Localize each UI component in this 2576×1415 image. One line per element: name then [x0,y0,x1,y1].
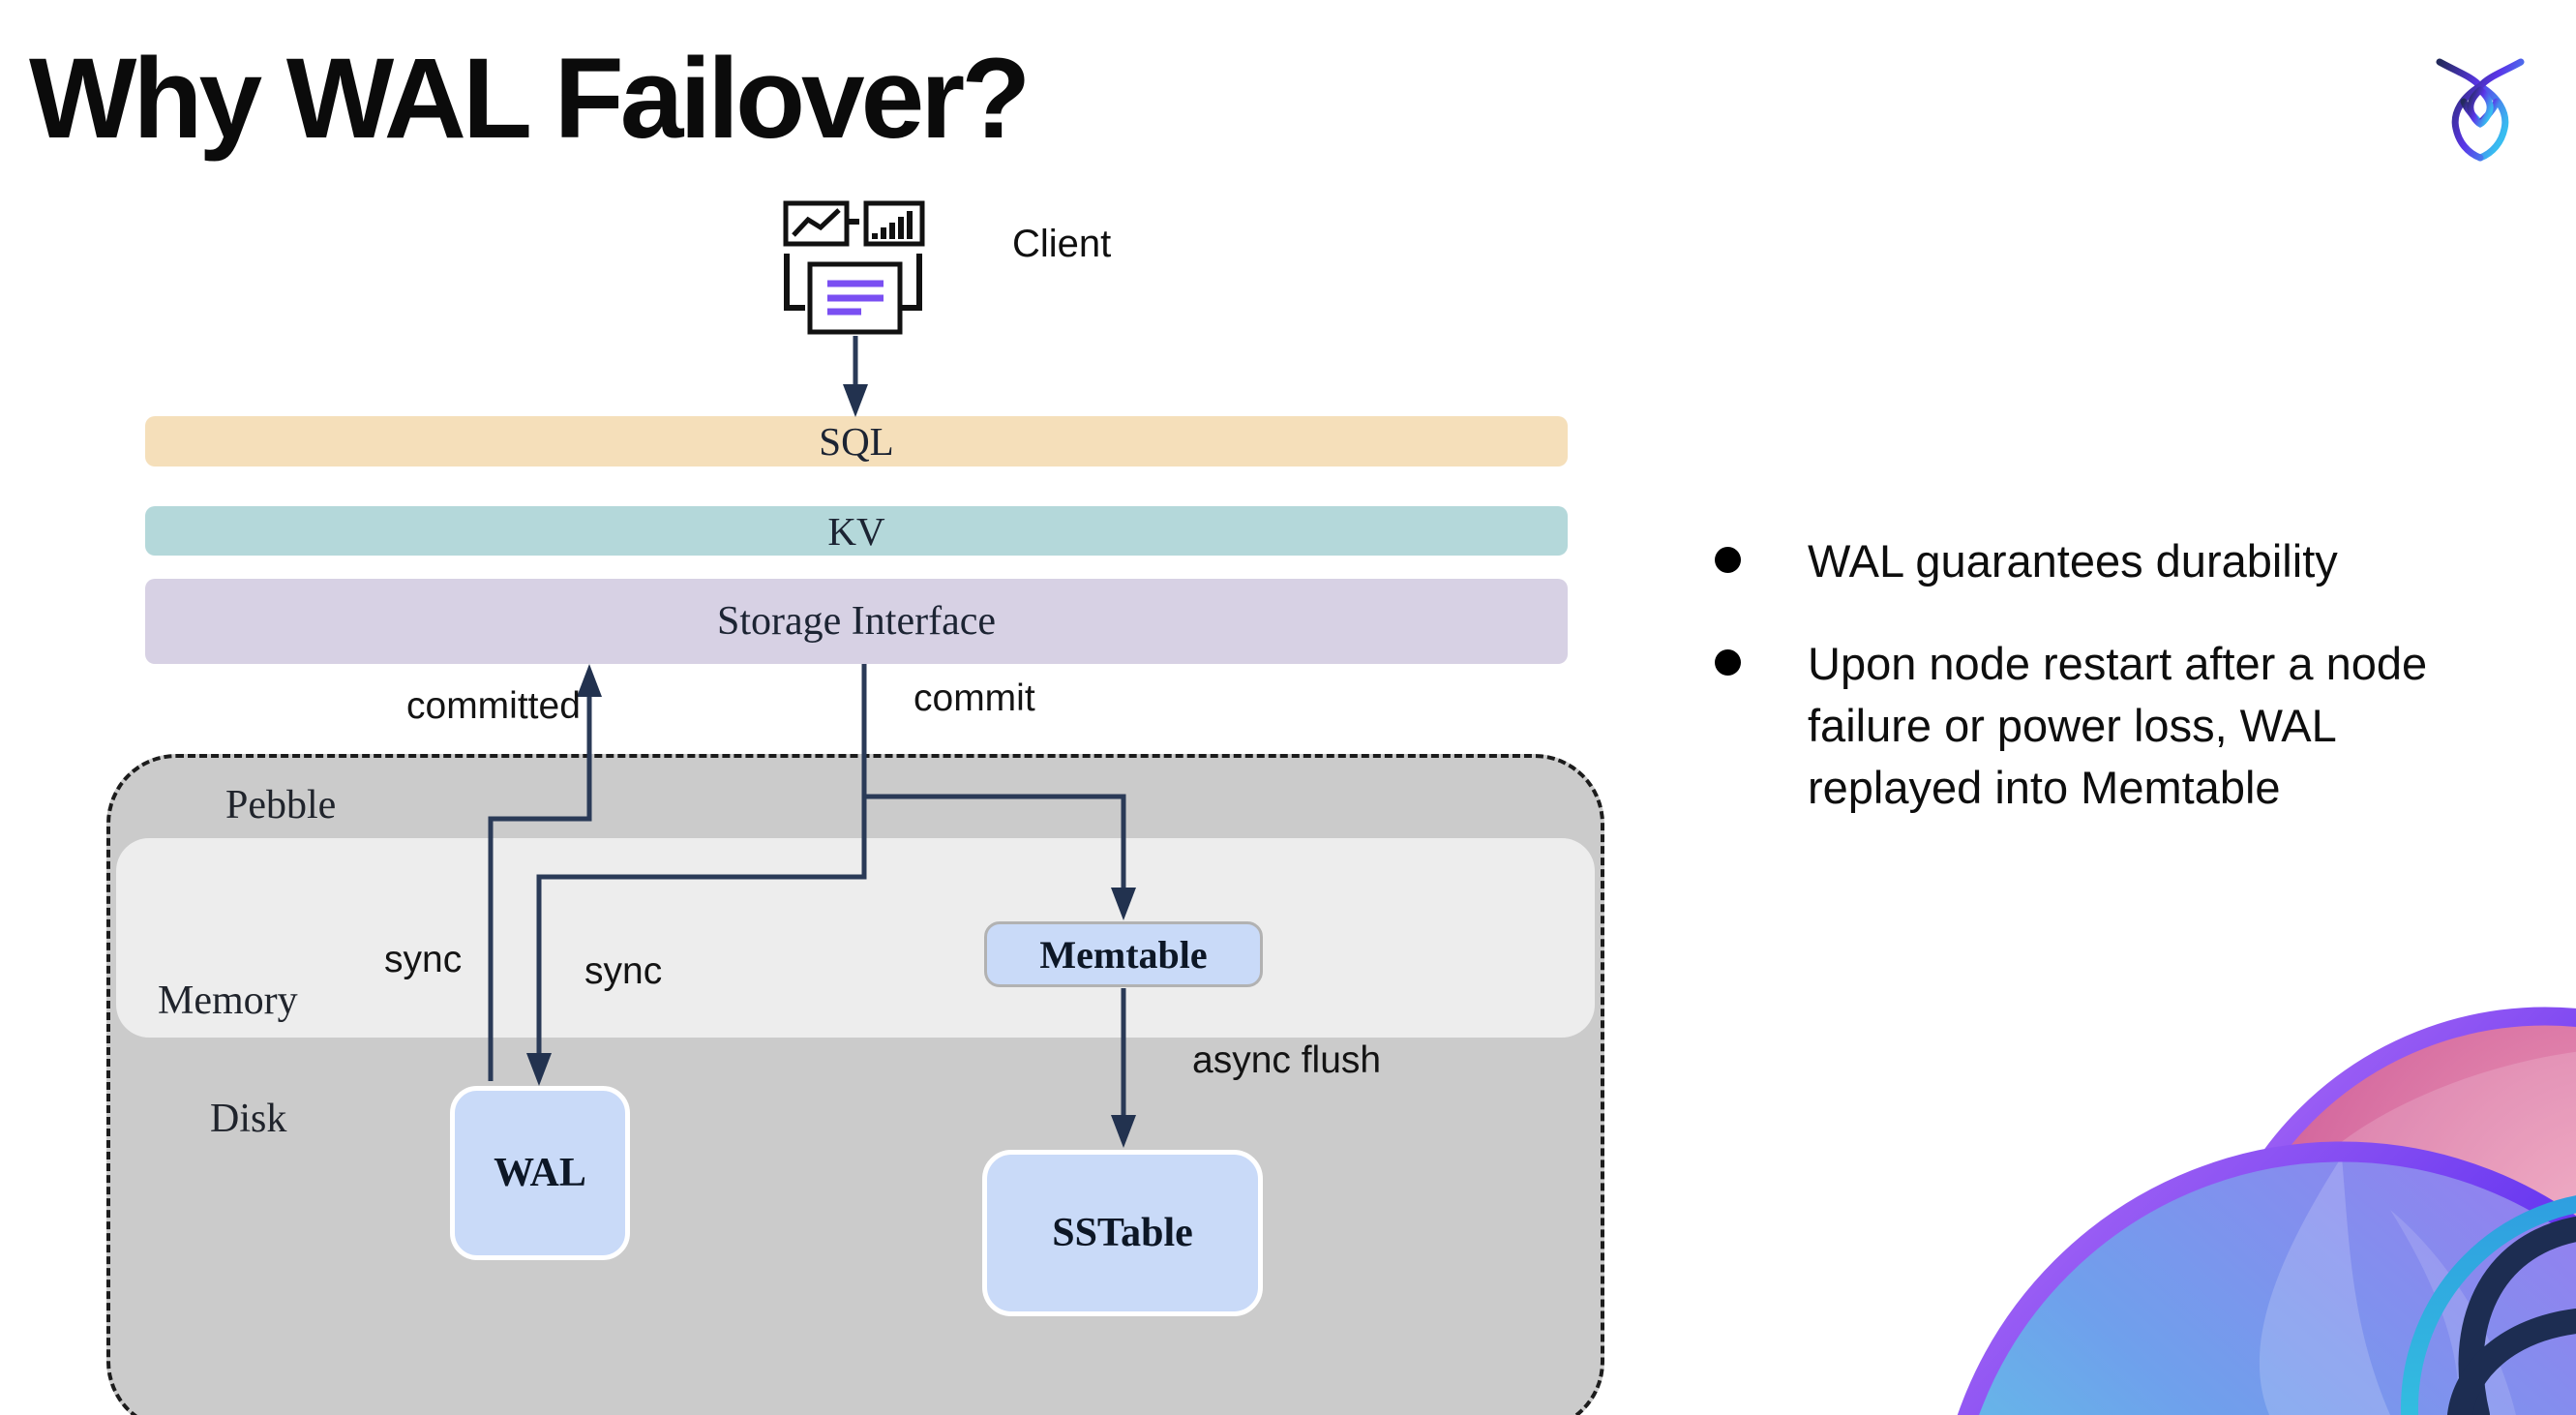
pebble-label: Pebble [225,783,337,828]
sstable-node: SSTable [982,1150,1263,1316]
bracket-right [901,254,922,311]
bullet-item: WAL guarantees durability [1693,530,2477,592]
layer-storage-interface: Storage Interface [145,579,1568,664]
bullet-dot [1715,547,1741,573]
edge-label-sync-left: sync [384,939,463,980]
edge-label-commit: commit [914,677,1035,719]
layer-kv: KV [145,506,1568,556]
memory-label: Memory [158,978,298,1023]
bullet-dot [1715,649,1741,676]
edge-label-sync-right: sync [584,950,663,992]
arrowhead-down-sql [843,384,868,417]
memtable-node: Memtable [984,921,1263,987]
layer-sql-label: SQL [819,419,894,464]
client-label: Client [1012,223,1112,265]
bullet-item: Upon node restart after a node failure o… [1693,633,2477,819]
layer-kv-label: KV [827,508,885,554]
dash-connector [849,219,859,225]
memory-band [116,838,1595,1038]
brand-corner-art [1957,1007,2576,1415]
edge-label-committed: committed [406,685,581,727]
arrowhead-up-storage [577,664,602,697]
wal-node: WAL [450,1086,630,1260]
wal-label: WAL [494,1151,586,1195]
bullet-list: WAL guarantees durability Upon node rest… [1693,530,2477,859]
client-icon [783,200,925,335]
bracket-left [784,254,805,311]
memtable-label: Memtable [1039,932,1208,977]
bullet-text: WAL guarantees durability [1808,535,2338,587]
cockroachdb-logo-icon [2436,58,2525,162]
edge-label-async-flush: async flush [1192,1039,1382,1081]
bullet-text: Upon node restart after a node failure o… [1808,638,2428,813]
page-title: Why WAL Failover? [29,35,1031,163]
layer-storage-label: Storage Interface [717,599,996,644]
layer-sql: SQL [145,416,1568,467]
disk-label: Disk [210,1097,287,1141]
sstable-label: SSTable [1052,1211,1193,1255]
